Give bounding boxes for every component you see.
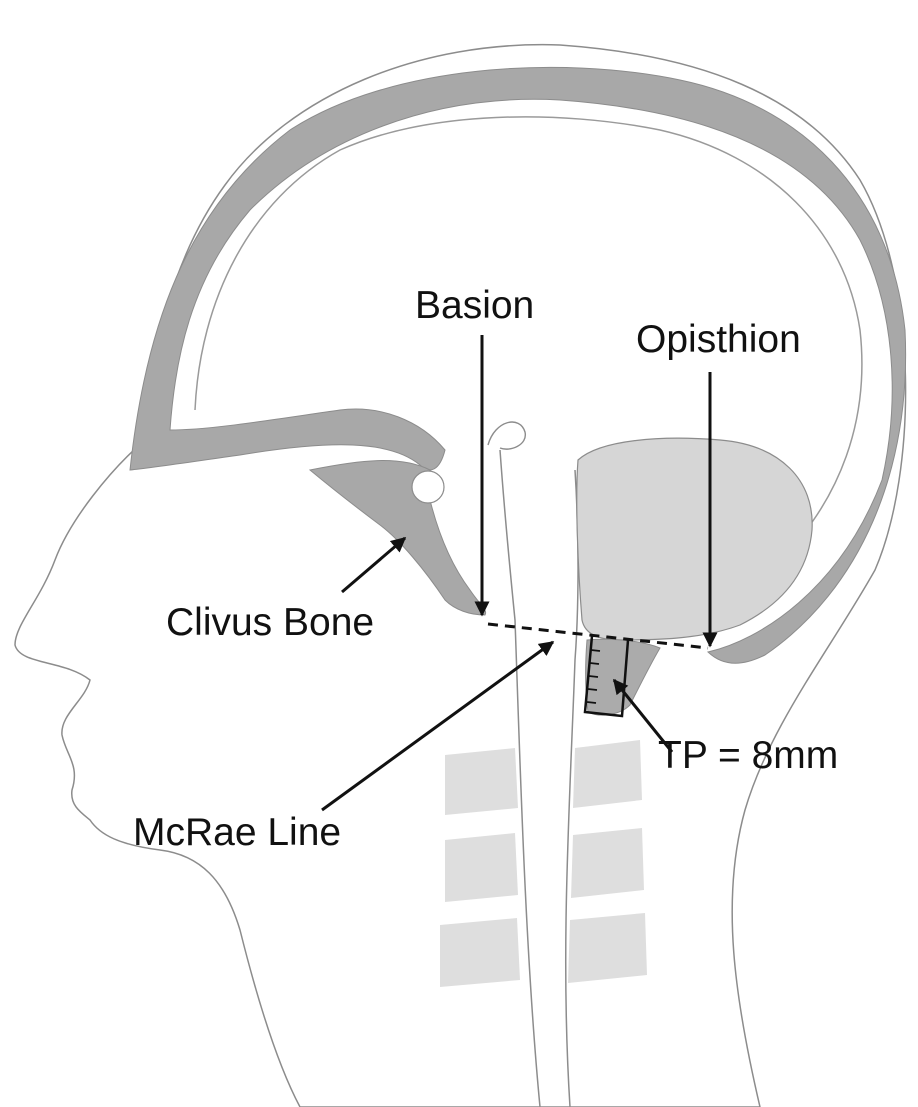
vertebra-anterior-3	[440, 918, 520, 987]
label-clivus-bone: Clivus Bone	[166, 601, 374, 644]
vertebra-posterior-2	[571, 828, 644, 898]
vertebra-posterior-3	[568, 913, 647, 983]
sella-turcica	[412, 471, 444, 503]
label-tp-measure: TP = 8mm	[658, 734, 838, 777]
vertebra-posterior-1	[573, 740, 642, 808]
label-opisthion: Opisthion	[636, 318, 801, 361]
label-basion: Basion	[415, 284, 534, 327]
vertebra-anterior-1	[445, 748, 518, 815]
vertebra-anterior-2	[445, 833, 518, 902]
label-mcrae-line: McRae Line	[133, 811, 341, 854]
